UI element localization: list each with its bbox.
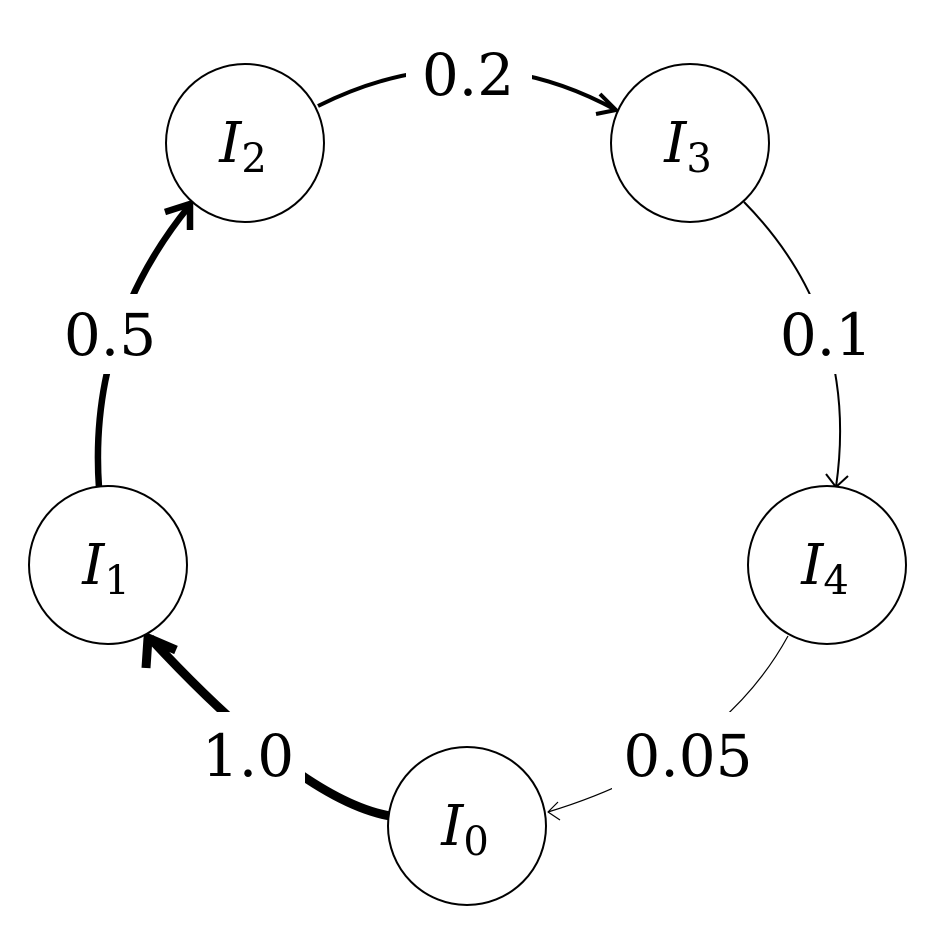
node-i3-label: I3 [663, 111, 712, 182]
edge-i4-i0-arrowhead [547, 801, 561, 821]
edge-i1-i2: 0.5 [60, 200, 194, 489]
node-i1-subscript: 1 [104, 558, 129, 604]
edge-i2-i3: 0.2 [317, 36, 618, 116]
node-i3-letter: I [663, 111, 688, 176]
node-i3-subscript: 3 [686, 136, 711, 182]
edge-i0-i1-label-bg [195, 712, 305, 794]
edge-i3-i4: 0.1 [743, 201, 880, 488]
edges: 1.0 0.5 0.2 0.1 0.05 [60, 36, 880, 821]
node-i0-label: I0 [440, 794, 489, 865]
node-i4-label: I4 [800, 533, 849, 604]
node-i1-letter: I [81, 533, 106, 598]
edge-i0-i1: 1.0 [141, 633, 391, 821]
edge-i3-i4-label-bg [776, 294, 880, 374]
node-i4-subscript: 4 [823, 558, 848, 604]
node-i3: I3 [610, 63, 770, 223]
node-i2-subscript: 2 [241, 136, 266, 182]
edge-i1-i2-arrowhead [164, 200, 194, 230]
node-i2: I2 [165, 63, 325, 223]
node-i1-circle [28, 485, 188, 645]
edge-i3-i4-weight: 0.1 [780, 301, 872, 369]
edge-i1-i2-label-bg [60, 294, 164, 374]
node-i1-label: I1 [81, 533, 130, 604]
node-i0-subscript: 0 [463, 819, 488, 865]
node-i0: I0 [387, 746, 547, 906]
node-i0-circle [387, 746, 547, 906]
node-i2-letter: I [218, 111, 243, 176]
node-i0-letter: I [440, 794, 465, 859]
node-i2-circle [165, 63, 325, 223]
node-i4: I4 [747, 485, 907, 645]
node-i4-circle [747, 485, 907, 645]
nodes: I0 I1 I2 I3 I4 [28, 63, 907, 906]
edge-i4-i0-label-bg [612, 712, 760, 794]
node-i1: I1 [28, 485, 188, 645]
edge-i0-i1-weight: 1.0 [202, 722, 294, 790]
edge-i4-i0-weight: 0.05 [623, 722, 752, 790]
edge-i2-i3-label-bg [406, 36, 532, 116]
edge-i2-i3-arrowhead [595, 92, 618, 116]
edge-i2-i3-weight: 0.2 [422, 41, 514, 109]
node-i2-label: I2 [218, 111, 267, 182]
edge-i1-i2-weight: 0.5 [64, 301, 156, 369]
node-i3-circle [610, 63, 770, 223]
node-i4-letter: I [800, 533, 825, 598]
edge-i0-i1-arrowhead [141, 633, 178, 669]
edge-i4-i0: 0.05 [547, 635, 789, 821]
